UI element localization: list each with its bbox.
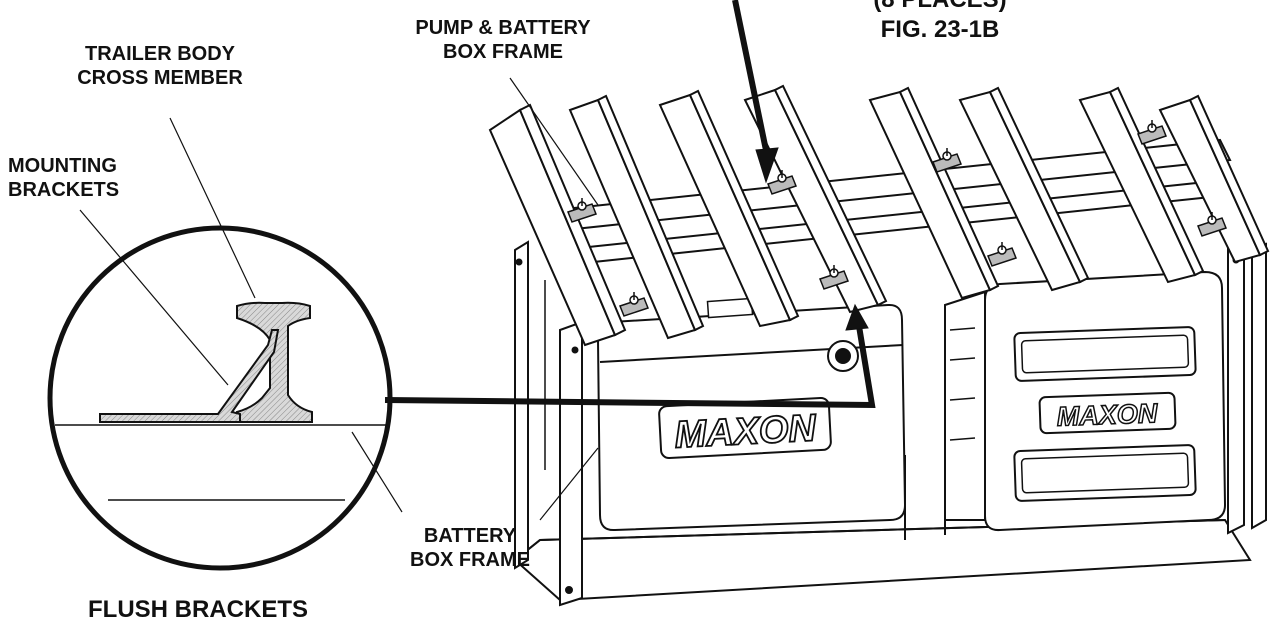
maxon-logo-right: MAXON [1056, 398, 1158, 432]
label-line: CROSS MEMBER [77, 67, 243, 89]
label-figure-number: FIG. 23-1B [880, 16, 1000, 43]
label-places: (8 PLACES) [835, 0, 1045, 14]
mounting-bracket-bolts [567, 120, 1227, 317]
maxon-logo-left: MAXON [673, 407, 818, 456]
label-line: PUMP & BATTERY [415, 17, 591, 39]
label-line: BOX FRAME [410, 549, 530, 571]
label-flush-brackets: FLUSH BRACKETS [88, 596, 308, 623]
callout-arrows [384, 0, 876, 409]
label-line: BATTERY [423, 525, 517, 547]
drawing: MAXON MAXON [47, 0, 1270, 607]
trailer-body-rails [488, 84, 1270, 347]
label-mounting-brackets: MOUNTING BRACKETS [8, 154, 119, 202]
i-beam-section [236, 301, 313, 423]
label-trailer-body-cross-member: TRAILER BODY CROSS MEMBER [40, 42, 280, 90]
label-battery-box-frame: BATTERY BOX FRAME [370, 524, 570, 572]
label-line: TRAILER BODY [85, 43, 235, 65]
leader-lines [79, 77, 599, 521]
diagram-canvas: MAXON MAXON [8, 0, 1270, 623]
label-pump-battery-box-frame: PUMP & BATTERY BOX FRAME [378, 16, 628, 64]
detail-circle [47, 225, 393, 571]
label-line: BRACKETS [8, 179, 120, 201]
label-line: BOX FRAME [443, 41, 563, 63]
left-battery-box: MAXON [596, 297, 907, 532]
bracket-section [99, 329, 280, 423]
label-line: MOUNTING [8, 155, 117, 177]
right-pump-box: MAXON [944, 270, 1227, 532]
